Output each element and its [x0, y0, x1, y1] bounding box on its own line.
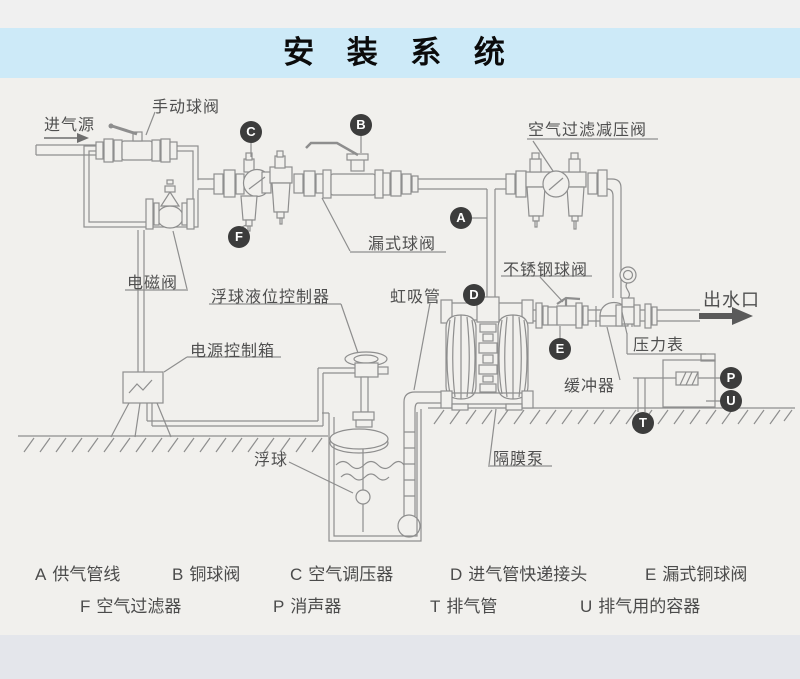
- label-water-outlet: 出水口: [703, 290, 760, 310]
- label-solenoid-valve: 电磁阀: [127, 275, 179, 292]
- legend-label: 供气管线: [52, 565, 121, 584]
- legend-item-t: T 排气管: [430, 592, 497, 617]
- legend-key: T: [430, 597, 441, 616]
- label-inlet-source: 进气源: [44, 117, 96, 134]
- label-float-ball: 浮球: [254, 452, 289, 469]
- label-buffer: 缓冲器: [564, 378, 616, 395]
- legend-label: 消声器: [290, 597, 342, 616]
- label-stainless-ball-valve: 不锈钢球阀: [503, 262, 589, 279]
- label-diaphragm-pump: 隔膜泵: [493, 451, 545, 468]
- legend-key: A: [35, 565, 47, 584]
- legend-label: 空气过滤器: [96, 597, 182, 616]
- badge-t-icon: T: [632, 412, 654, 434]
- header-band: [0, 28, 800, 78]
- legend-item-d: D 进气管快递接头: [450, 560, 587, 585]
- label-float-level-controller: 浮球液位控制器: [211, 289, 331, 306]
- legend-label: 进气管快递接头: [468, 565, 588, 584]
- legend-item-b: B 铜球阀: [172, 560, 240, 585]
- legend-key: P: [273, 597, 285, 616]
- legend-key: B: [172, 565, 184, 584]
- legend-label: 排气管: [446, 597, 498, 616]
- label-manual-ball-valve: 手动球阀: [152, 99, 221, 116]
- legend-key: C: [290, 565, 303, 584]
- legend-item-c: C 空气调压器: [290, 560, 393, 585]
- legend-key: D: [450, 565, 463, 584]
- badge-c-icon: C: [240, 121, 262, 143]
- label-leak-ball-valve: 漏式球阀: [368, 236, 437, 253]
- label-pressure-gauge: 压力表: [633, 337, 685, 354]
- legend-item-f: F 空气过滤器: [80, 592, 181, 617]
- page-title: 安 装 系 统: [283, 35, 517, 70]
- legend-item-u: U 排气用的容器: [580, 592, 700, 617]
- legend-label: 漏式铜球阀: [662, 565, 748, 584]
- legend-key: E: [645, 565, 657, 584]
- badge-a-icon: A: [450, 207, 472, 229]
- badge-p-icon: P: [720, 367, 742, 389]
- footer-band: [0, 635, 800, 679]
- legend-item-e: E 漏式铜球阀: [645, 560, 747, 585]
- label-siphon: 虹吸管: [390, 289, 442, 306]
- label-power-control-box: 电源控制箱: [190, 343, 276, 360]
- legend-key: F: [80, 597, 91, 616]
- diagram-area: [0, 78, 800, 635]
- legend-label: 排气用的容器: [598, 597, 701, 616]
- legend-item-p: P 消声器: [273, 592, 341, 617]
- legend-key: U: [580, 597, 593, 616]
- badge-f-icon: F: [228, 226, 250, 248]
- badge-b-icon: B: [350, 114, 372, 136]
- badge-d-icon: D: [463, 284, 485, 306]
- legend-label: 空气调压器: [308, 565, 394, 584]
- label-air-filter-reducer: 空气过滤减压阀: [528, 122, 648, 139]
- legend-label: 铜球阀: [189, 565, 241, 584]
- legend-item-a: A 供气管线: [35, 560, 120, 585]
- badge-u-icon: U: [720, 390, 742, 412]
- badge-e-icon: E: [549, 338, 571, 360]
